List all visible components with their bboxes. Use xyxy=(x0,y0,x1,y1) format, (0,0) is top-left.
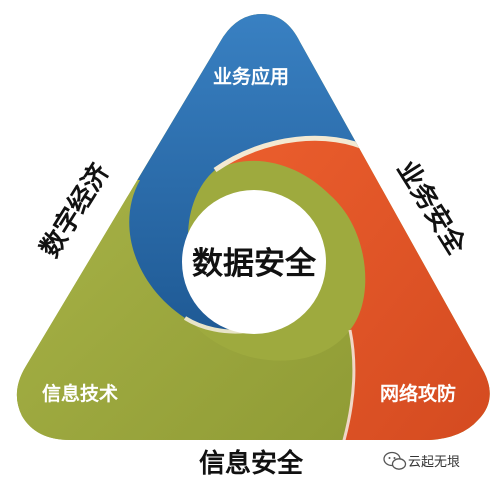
segment-label-top: 业务应用 xyxy=(213,65,289,88)
segment-label-right: 网络攻防 xyxy=(380,382,456,405)
side-label-bottom: 信息安全 xyxy=(199,448,304,479)
watermark-text: 云起无垠 xyxy=(408,455,460,470)
swirl-edge-top xyxy=(213,135,372,173)
watermark: 云起无垠 xyxy=(383,451,460,470)
segment-label-left: 信息技术 xyxy=(42,382,118,405)
center-circle xyxy=(182,190,326,334)
center-label: 数据安全 xyxy=(192,246,317,282)
wechat-icon xyxy=(383,451,407,470)
swirl-edge-right xyxy=(328,329,356,440)
